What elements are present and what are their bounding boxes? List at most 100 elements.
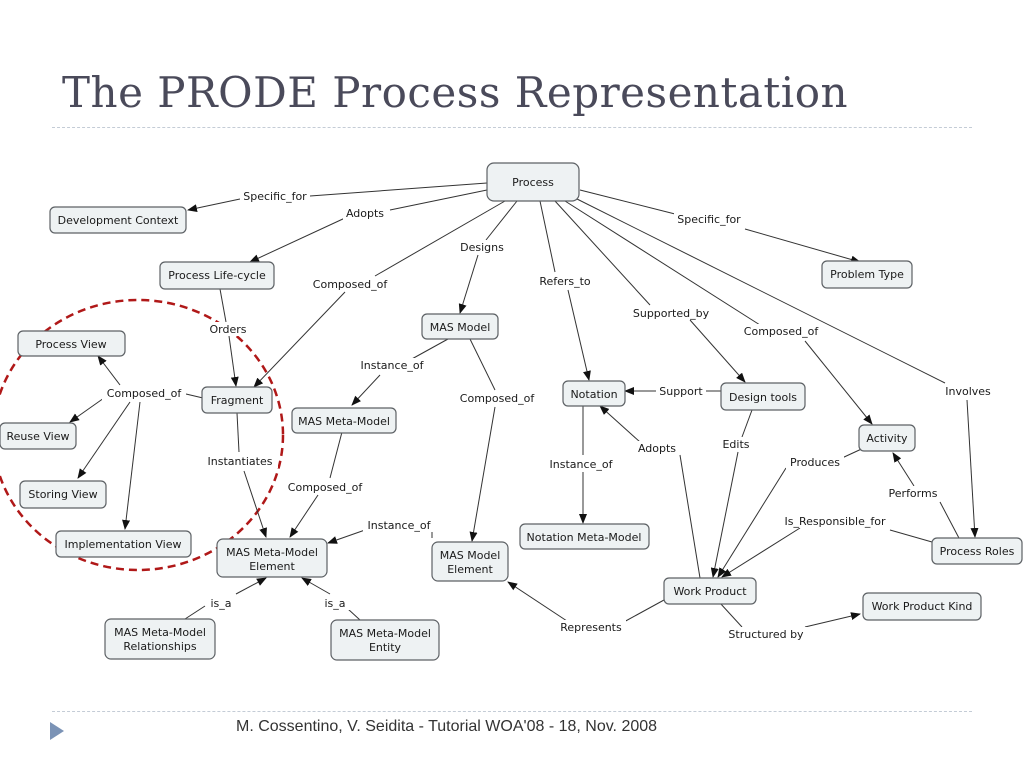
edge-label-instance-of-3: Instance_of [545, 457, 617, 471]
edge-lifecycle-orders-fragment [219, 288, 239, 387]
footer-citation: M. Cossentino, V. Seidita - Tutorial WOA… [236, 718, 658, 735]
svg-text:Adopts: Adopts [638, 442, 676, 455]
edge-label-specific-for-2: Specific_for [674, 212, 744, 226]
node-storing-view: Storing View [19, 480, 107, 509]
edge-masmodel-instance-of-metamodel [351, 338, 449, 406]
page-title: The PRODE Process Representation [62, 68, 849, 117]
svg-text:MAS Meta-Model: MAS Meta-Model [339, 627, 431, 640]
edge-masmodel-composed-of-modelelement [469, 338, 496, 542]
edge-label-composed-of-views: Composed_of [102, 386, 186, 400]
svg-text:MAS Meta-Model: MAS Meta-Model [114, 626, 206, 639]
svg-text:Problem Type: Problem Type [830, 268, 904, 281]
edge-process-composed-of-activity [564, 200, 873, 425]
svg-text:Is_Responsible_for: Is_Responsible_for [784, 515, 886, 528]
svg-text:Design tools: Design tools [729, 391, 797, 404]
svg-text:MAS Model: MAS Model [430, 321, 491, 334]
node-reuse-view: Reuse View [0, 422, 77, 450]
svg-text:Orders: Orders [210, 323, 247, 336]
edge-label-instantiates: Instantiates [202, 454, 278, 468]
svg-text:Represents: Represents [560, 621, 622, 634]
footer-divider [52, 711, 972, 712]
svg-text:Instantiates: Instantiates [208, 455, 273, 468]
edge-label-is-a-1: is_a [206, 596, 236, 610]
svg-text:Designs: Designs [460, 241, 504, 254]
svg-text:Activity: Activity [866, 432, 908, 445]
edge-label-is-responsible-for: Is_Responsible_for [778, 514, 892, 528]
edge-fragment-instantiates-mmelement [236, 412, 267, 538]
edge-label-designs: Designs [456, 240, 508, 254]
edge-process-composed-of-fragment [253, 200, 506, 388]
svg-text:Work Product Kind: Work Product Kind [872, 600, 973, 613]
edge-label-produces: Produces [786, 455, 844, 469]
edge-label-orders: Orders [207, 322, 249, 336]
edge-designtools-edits-workproduct [710, 409, 753, 578]
highlight-circle [0, 298, 285, 572]
node-activity: Activity [858, 424, 916, 452]
edge-label-refers-to: Refers_to [533, 274, 597, 288]
node-work-product-kind: Work Product Kind [862, 592, 982, 621]
svg-text:Composed_of: Composed_of [288, 481, 364, 494]
svg-text:Composed_of: Composed_of [460, 392, 536, 405]
svg-text:Specific_for: Specific_for [243, 190, 307, 203]
svg-text:Storing View: Storing View [28, 488, 97, 501]
svg-text:Process: Process [512, 176, 554, 189]
edge-label-instance-of-2: Instance_of [363, 518, 435, 532]
svg-text:Composed_of: Composed_of [744, 325, 820, 338]
edge-process-refers-to-notation [539, 200, 591, 381]
title-divider [52, 127, 972, 128]
edge-fragment-composed-of-views [69, 355, 204, 530]
edge-label-specific-for-1: Specific_for [240, 189, 310, 203]
edge-label-performs: Performs [884, 486, 942, 500]
edge-process-involves-processroles [574, 197, 979, 538]
svg-text:Adopts: Adopts [346, 207, 384, 220]
edge-processroles-performs-activity [892, 452, 961, 541]
node-mas-meta-model: MAS Meta-Model [291, 407, 397, 434]
edge-workproduct-structured-by-kind [719, 602, 861, 628]
svg-text:Development Context: Development Context [58, 214, 179, 227]
node-fragment: Fragment [201, 386, 273, 414]
svg-text:Implementation View: Implementation View [65, 538, 182, 551]
node-implementation-view: Implementation View [55, 530, 192, 558]
svg-text:Instance_of: Instance_of [550, 458, 614, 471]
play-arrow-icon [50, 722, 64, 740]
edge-label-composed-of-2: Composed_of [739, 324, 823, 338]
svg-text:Process Roles: Process Roles [940, 545, 1015, 558]
svg-text:is_a: is_a [210, 597, 231, 610]
edge-process-adopts-lifecycle [249, 189, 488, 263]
node-process-view: Process View [17, 330, 126, 357]
edge-label-composed-of-1: Composed_of [308, 277, 392, 291]
node-notation-meta-model: Notation Meta-Model [519, 523, 650, 550]
svg-text:Refers_to: Refers_to [539, 275, 591, 288]
edge-label-edits: Edits [719, 437, 753, 451]
edge-metamodel-composed-of-mmelement [289, 431, 343, 538]
svg-text:Edits: Edits [722, 438, 749, 451]
edge-entity-is-a-mmelement [301, 577, 361, 621]
edge-label-adopts-2: Adopts [635, 441, 679, 455]
svg-text:Fragment: Fragment [211, 394, 264, 407]
node-process: Process [486, 162, 580, 202]
svg-text:Involves: Involves [945, 385, 991, 398]
edge-process-designs-masmodel [458, 200, 518, 314]
svg-text:Support: Support [659, 385, 703, 398]
svg-text:Process View: Process View [35, 338, 106, 351]
edge-process-supported-by-designtools [554, 200, 746, 383]
edge-label-supported-by: Supported_by [628, 306, 714, 320]
node-process-roles: Process Roles [931, 537, 1023, 565]
edge-processroles-responsible-workproduct [721, 527, 933, 578]
edge-label-adopts-1: Adopts [343, 206, 387, 220]
node-work-product: Work Product [663, 577, 757, 605]
svg-text:Relationships: Relationships [123, 640, 197, 653]
edge-label-is-a-2: is_a [320, 596, 350, 610]
edge-label-structured-by: Structured by [724, 627, 808, 641]
svg-text:Entity: Entity [369, 641, 402, 654]
edge-label-instance-of-1: Instance_of [356, 358, 428, 372]
edge-label-involves: Involves [940, 384, 996, 398]
svg-text:Instance_of: Instance_of [368, 519, 432, 532]
svg-text:is_a: is_a [324, 597, 345, 610]
node-development-context: Development Context [49, 206, 187, 234]
